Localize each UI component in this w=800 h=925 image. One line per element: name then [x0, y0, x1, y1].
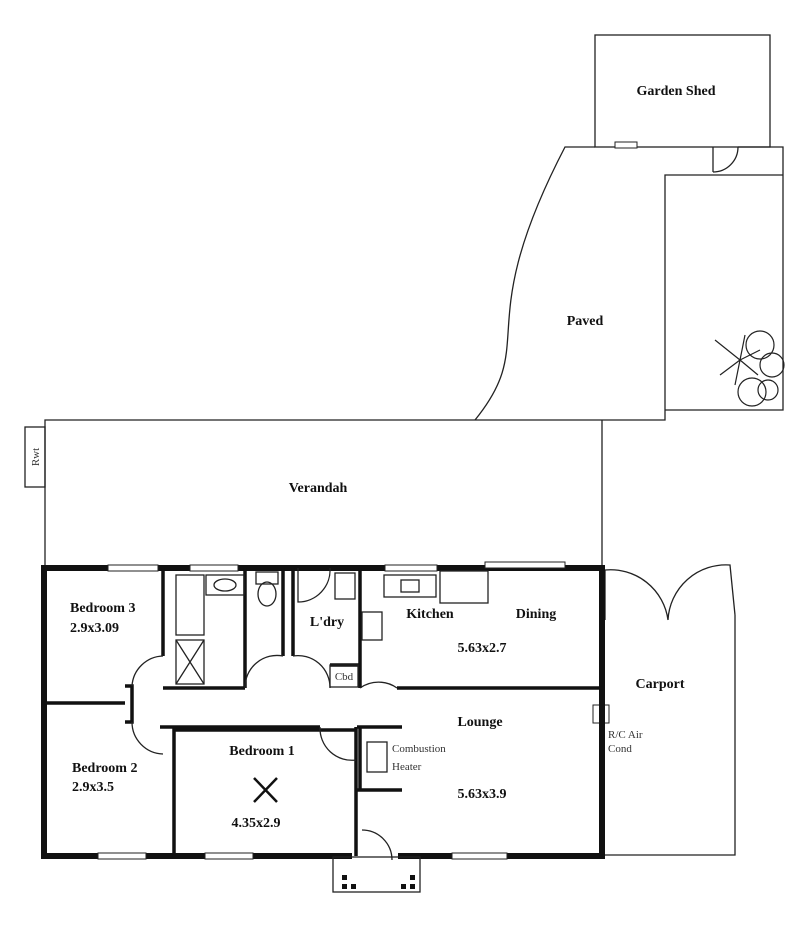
carport: Carport R/C Air Cond	[592, 564, 736, 856]
house-walls	[41, 561, 605, 893]
dining-label: Dining	[516, 607, 556, 622]
heater-label-2: Heater	[392, 761, 422, 773]
bedroom1-size: 4.35x2.9	[232, 816, 281, 831]
bedroom2-label: Bedroom 2	[72, 761, 137, 776]
paved-label: Paved	[567, 314, 604, 329]
garden-shed-label: Garden Shed	[637, 84, 716, 99]
ceiling-fan-icon	[253, 777, 278, 803]
heater-icon	[366, 741, 388, 773]
kitchen-size: 5.63x2.7	[458, 641, 507, 656]
verandah: Rwt Verandah	[24, 419, 603, 566]
bedroom3-label: Bedroom 3	[70, 601, 135, 616]
rainwater-tank	[24, 426, 46, 488]
rwt-label: Rwt	[30, 448, 42, 466]
kitchen-label: Kitchen	[406, 607, 454, 622]
carport-label: Carport	[636, 677, 685, 692]
bedroom1-label: Bedroom 1	[229, 744, 294, 759]
heater-label-1: Combustion	[392, 743, 446, 755]
bedroom3-size: 2.9x3.09	[70, 621, 119, 636]
lounge-size: 5.63x3.9	[458, 787, 507, 802]
bedroom2-size: 2.9x3.5	[72, 780, 114, 795]
aircon-label-1: R/C Air	[608, 729, 643, 741]
garden-shed: Garden Shed	[594, 34, 771, 173]
laundry-label: L'dry	[310, 615, 344, 630]
plant-icon	[714, 330, 785, 407]
paved-area: Paved	[474, 146, 785, 421]
lounge-label: Lounge	[457, 715, 502, 730]
verandah-label: Verandah	[289, 481, 348, 496]
cupboard-label: Cbd	[335, 671, 354, 683]
aircon-label-2: Cond	[608, 743, 632, 755]
